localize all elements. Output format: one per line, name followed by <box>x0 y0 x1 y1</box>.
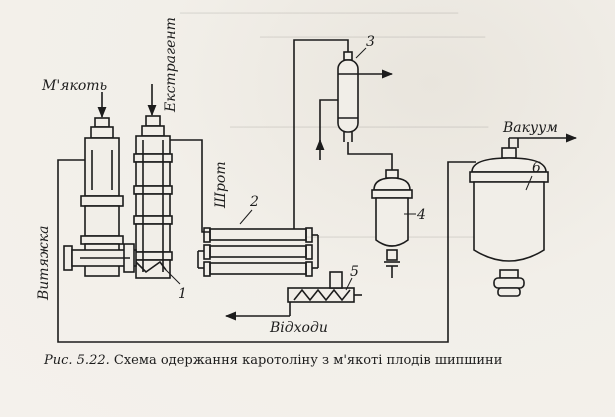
callout-3: 3 <box>366 34 375 50</box>
label-meal: Шрот <box>213 161 229 209</box>
figure-caption-prefix: Рис. 5.22. <box>44 353 110 368</box>
evaporator <box>371 169 413 278</box>
callout-5: 5 <box>350 264 359 280</box>
callout-2: 2 <box>249 194 259 210</box>
label-vacuum: Вакуум <box>502 120 558 136</box>
callout-4: 4 <box>416 207 426 223</box>
label-extractant: Екстрагент <box>163 17 179 113</box>
extract-return-line <box>57 159 476 343</box>
screw-conveyor <box>287 271 362 303</box>
label-extract: Витяжка <box>36 226 52 301</box>
figure-caption-text: Схема одержання каротоліну з м'якоті пло… <box>113 353 503 368</box>
callout-1: 1 <box>178 286 187 302</box>
label-pulp: М'якоть <box>41 78 107 94</box>
show-through-texture: ━━━━━━━━━━━━━━━━━━━━━━━━━━━━━━━━━━━━━━━━… <box>180 7 459 20</box>
figure-caption: Рис. 5.22. Схема одержання каротоліну з … <box>44 353 604 368</box>
dryer-tubes <box>197 227 319 277</box>
column-side-return <box>319 99 338 150</box>
extractor-column-right <box>133 115 173 279</box>
extractor-bottom-connector <box>63 243 167 274</box>
show-through-texture: ━━━━━━━━━━━━━━━━━━━━━━━━━━━━━━━━━━ <box>300 231 526 244</box>
column-to-evaporator-line <box>347 142 393 170</box>
distillation-column <box>337 51 359 142</box>
meal-transfer-line <box>170 139 210 233</box>
label-waste: Відходи <box>269 320 328 336</box>
callout-6: 6 <box>532 160 541 176</box>
vapor-line-to-column <box>293 39 349 229</box>
vacuum-receiver <box>469 147 549 297</box>
